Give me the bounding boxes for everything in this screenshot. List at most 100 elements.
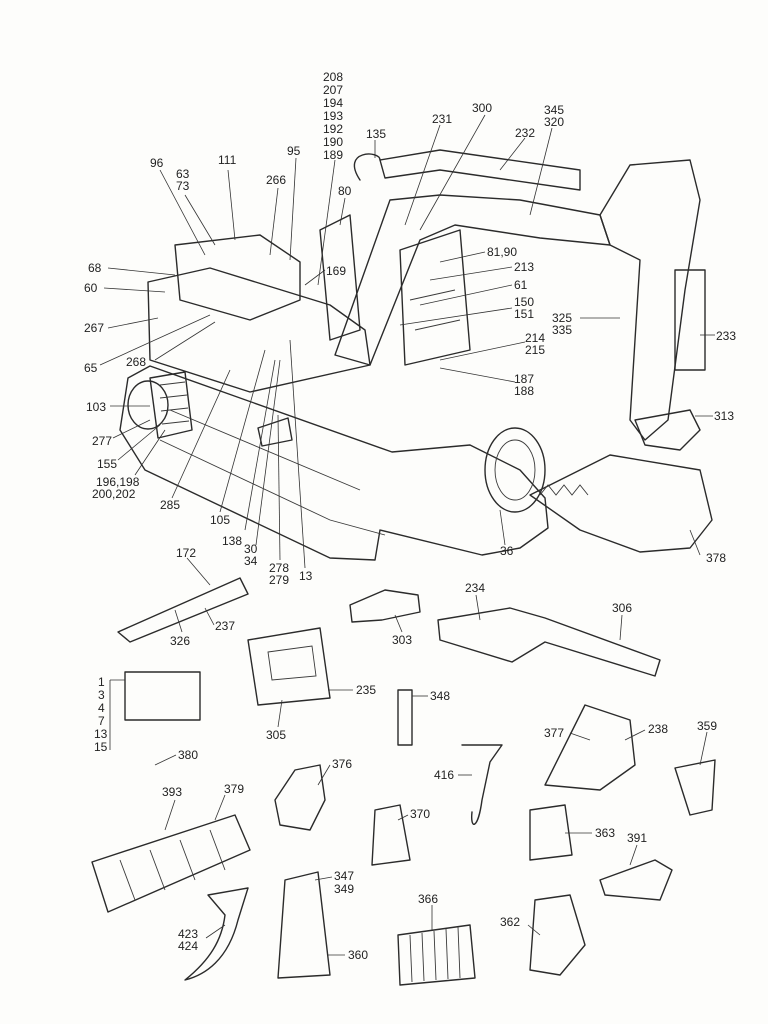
part-326-arm — [117, 577, 249, 643]
label-347: 347 — [334, 869, 354, 883]
label-4: 4 — [98, 701, 105, 715]
boom-cylinder-upper — [379, 149, 581, 191]
part-366-grooves — [409, 926, 461, 983]
label-232: 232 — [515, 126, 535, 140]
label-345: 345 — [544, 103, 564, 117]
label-376: 376 — [332, 757, 352, 771]
label-105: 105 — [210, 513, 230, 527]
idler-wheel — [484, 427, 546, 513]
dipper-arm — [599, 159, 701, 441]
label-135: 135 — [366, 127, 386, 141]
label-267: 267 — [84, 321, 104, 335]
label-335: 335 — [552, 323, 572, 337]
part-363-grab — [529, 804, 573, 861]
label-68: 68 — [88, 261, 102, 275]
label-380: 380 — [178, 748, 198, 762]
label-65: 65 — [84, 361, 98, 375]
label-3: 3 — [98, 688, 105, 702]
idler-wheel-rim — [494, 439, 536, 501]
label-81-90: 81,90 — [487, 245, 517, 259]
label-193: 193 — [323, 109, 343, 123]
drive-sprocket — [127, 380, 169, 430]
label-378: 378 — [706, 551, 726, 565]
part-360-grab — [277, 871, 331, 979]
label-363: 363 — [595, 826, 615, 840]
part-number-labels: 208 207 194 193 192 190 189 300 345 320 … — [84, 70, 736, 962]
excavator-main-assembly — [119, 149, 713, 561]
label-187: 187 — [514, 372, 534, 386]
label-13: 13 — [299, 569, 313, 583]
label-60: 60 — [84, 281, 98, 295]
label-424: 424 — [178, 939, 198, 953]
label-313: 313 — [714, 409, 734, 423]
upper-frame — [147, 267, 371, 393]
label-36: 36 — [500, 544, 514, 558]
part-376-hook — [274, 764, 326, 831]
label-172: 172 — [176, 546, 196, 560]
label-15: 15 — [94, 740, 108, 754]
bucket-teeth — [539, 484, 589, 496]
part-366-drum — [397, 924, 476, 986]
label-151: 151 — [514, 307, 534, 321]
label-208: 208 — [323, 70, 343, 84]
label-278: 278 — [269, 561, 289, 575]
label-423: 423 — [178, 927, 198, 941]
label-306: 306 — [612, 601, 632, 615]
label-305: 305 — [266, 728, 286, 742]
part-303-link — [349, 589, 421, 623]
label-320: 320 — [544, 115, 564, 129]
label-391: 391 — [627, 831, 647, 845]
label-214: 214 — [525, 331, 545, 345]
part-423-ripper — [184, 887, 249, 981]
boom-hose-loop — [353, 153, 381, 181]
label-279: 279 — [269, 573, 289, 587]
label-360: 360 — [348, 948, 368, 962]
label-359: 359 — [697, 719, 717, 733]
label-234: 234 — [465, 581, 485, 595]
label-61: 61 — [514, 278, 528, 292]
cab-panel-detail — [409, 289, 461, 331]
label-213: 213 — [514, 260, 534, 274]
label-231: 231 — [432, 112, 452, 126]
label-7: 7 — [98, 714, 105, 728]
label-370: 370 — [410, 807, 430, 821]
part-348-cylinder — [397, 689, 413, 746]
swing-cylinder — [257, 417, 293, 447]
label-190: 190 — [323, 135, 343, 149]
part-305-frame — [247, 627, 331, 706]
part-379-bucket — [91, 814, 251, 913]
label-237: 237 — [215, 619, 235, 633]
label-235: 235 — [356, 683, 376, 697]
label-95: 95 — [287, 144, 301, 158]
label-268: 268 — [126, 355, 146, 369]
part-schematic-block — [124, 671, 201, 721]
accessory-parts — [91, 577, 716, 986]
label-326: 326 — [170, 634, 190, 648]
label-13b: 13 — [94, 727, 108, 741]
label-96: 96 — [150, 156, 164, 170]
part-359-bracket — [674, 759, 716, 816]
label-349: 349 — [334, 882, 354, 896]
arm-cylinder — [674, 269, 706, 371]
label-194: 194 — [323, 96, 343, 110]
label-377: 377 — [544, 726, 564, 740]
label-189: 189 — [323, 148, 343, 162]
label-196-198: 196,198 — [96, 475, 140, 489]
label-192: 192 — [323, 122, 343, 136]
label-303: 303 — [392, 633, 412, 647]
label-238: 238 — [648, 722, 668, 736]
track-frame — [119, 365, 549, 561]
leader-lines — [99, 114, 715, 956]
label-393: 393 — [162, 785, 182, 799]
label-169: 169 — [326, 264, 346, 278]
main-boom — [334, 194, 611, 366]
part-362-grab — [529, 894, 586, 976]
label-348: 348 — [430, 689, 450, 703]
label-73: 73 — [176, 179, 190, 193]
cab-column — [319, 214, 361, 341]
label-200-202: 200,202 — [92, 487, 136, 501]
label-34: 34 — [244, 554, 258, 568]
bucket-linkage — [634, 409, 701, 451]
